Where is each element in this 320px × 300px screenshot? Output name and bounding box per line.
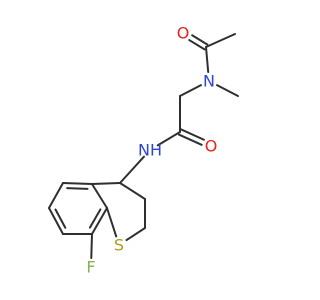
bond-c6-c7-inner	[54, 208, 67, 229]
bond-c8-c8a	[91, 207, 108, 235]
bond-c4a-c5	[62, 182, 93, 185]
atom-label-o1: O	[177, 24, 190, 43]
atom-layer: O N O NH SF	[86, 24, 217, 277]
bond-n2-c4	[119, 155, 145, 184]
bond-o1-ca-b	[191, 34, 209, 46]
bond-c5-c6	[48, 182, 64, 209]
bond-c4-c4a	[91, 182, 121, 185]
bond-c8-c8a-inner	[88, 208, 102, 229]
bond-c6-c7	[48, 207, 64, 235]
bond-s1-c8a	[106, 207, 118, 238]
bond-c8-f1	[90, 233, 93, 260]
atom-label-s1: S	[114, 236, 124, 255]
bond-c4a-c5-inner	[66, 187, 89, 190]
bond-c8a-c4a	[91, 183, 108, 209]
bond-n1-cnme	[215, 84, 239, 97]
bond-co-o2-a	[177, 133, 203, 146]
bond-o1-ca-a	[188, 39, 206, 51]
bond-c4-c3	[119, 182, 146, 200]
bond-c2-s1	[125, 227, 146, 242]
atom-label-f1: F	[86, 258, 95, 277]
bond-co-o2-b	[180, 128, 205, 141]
molecule-svg: O N O NH SF	[48, 24, 239, 277]
bond-ca-cme	[205, 33, 236, 48]
bond-layer	[48, 33, 239, 260]
atom-label-o2: O	[205, 137, 218, 156]
atom-label-n1: N	[203, 72, 215, 91]
atom-label-n2: NH	[138, 141, 162, 160]
bond-n1-ch2	[179, 84, 203, 97]
bond-co-n2	[156, 131, 181, 147]
bond-ca-n1	[205, 46, 210, 74]
